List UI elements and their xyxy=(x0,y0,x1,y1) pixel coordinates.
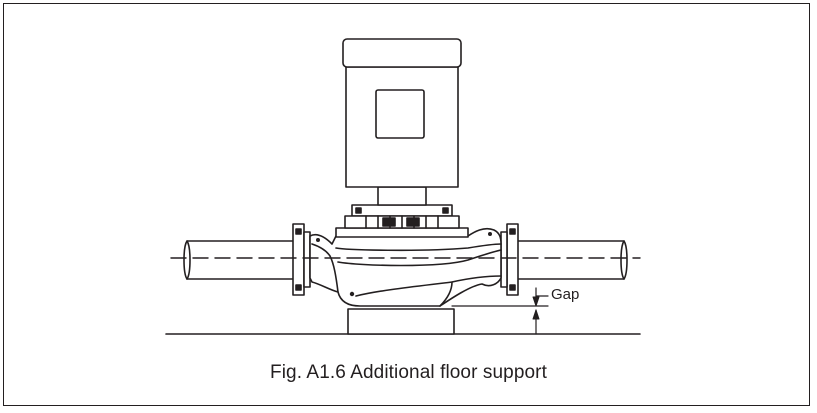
left-flange xyxy=(292,223,311,296)
motor-neck xyxy=(377,186,427,206)
gap-dimension xyxy=(451,287,549,335)
pump-top-plate xyxy=(335,227,469,238)
motor-nameplate xyxy=(375,89,425,139)
right-pipe xyxy=(517,240,628,280)
motor xyxy=(342,38,462,188)
right-flange xyxy=(500,223,519,296)
left-pipe xyxy=(183,240,294,280)
figure-frame xyxy=(3,3,810,406)
pump-casing xyxy=(309,227,502,307)
figure-caption: Fig. A1.6 Additional floor support xyxy=(270,362,547,383)
gap-label: Gap xyxy=(551,286,579,303)
floor-support-block xyxy=(347,308,455,335)
coupling-lantern xyxy=(344,204,460,229)
